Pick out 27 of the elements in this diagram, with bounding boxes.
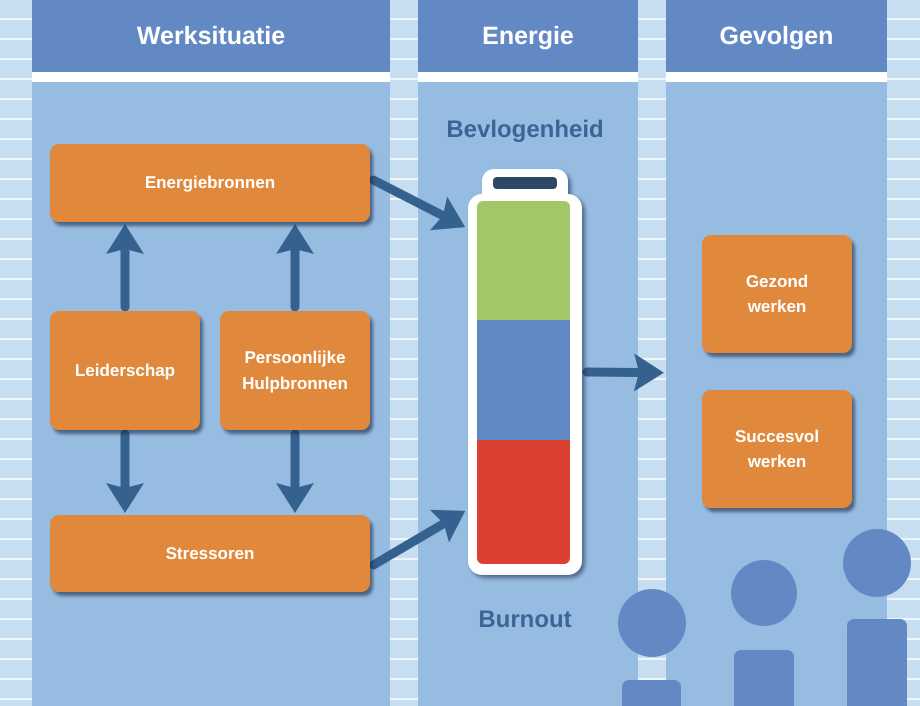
process-box (50, 311, 200, 430)
column-panel (32, 0, 390, 706)
box-label: Succesvol werken (734, 426, 820, 473)
battery-gauge (467, 168, 583, 576)
arrow (106, 430, 144, 513)
column-panel (666, 0, 887, 706)
box-label: Persoonlijke Hulpbronnen (241, 347, 349, 394)
column-panel (418, 0, 638, 706)
arrow (106, 224, 144, 312)
process-box (50, 144, 370, 222)
process-box (220, 311, 370, 430)
arrow (582, 353, 664, 392)
box-label: Energiebronnen (144, 172, 276, 194)
gauge-caption: Bevlogenheid (446, 116, 604, 145)
column-title: Energie (482, 21, 574, 51)
box-label: Leiderschap (74, 360, 176, 382)
process-box (50, 515, 370, 592)
process-box (702, 390, 852, 508)
arrow (368, 510, 466, 570)
column-title: Werksituatie (136, 21, 286, 51)
box-label: Stressoren (166, 542, 254, 565)
gauge-caption: Burnout (478, 606, 572, 635)
box-label: Gezond werken (744, 270, 810, 318)
arrow (276, 430, 314, 513)
arrow (276, 224, 314, 312)
process-box (702, 235, 852, 353)
column-title: Gevolgen (720, 21, 834, 51)
